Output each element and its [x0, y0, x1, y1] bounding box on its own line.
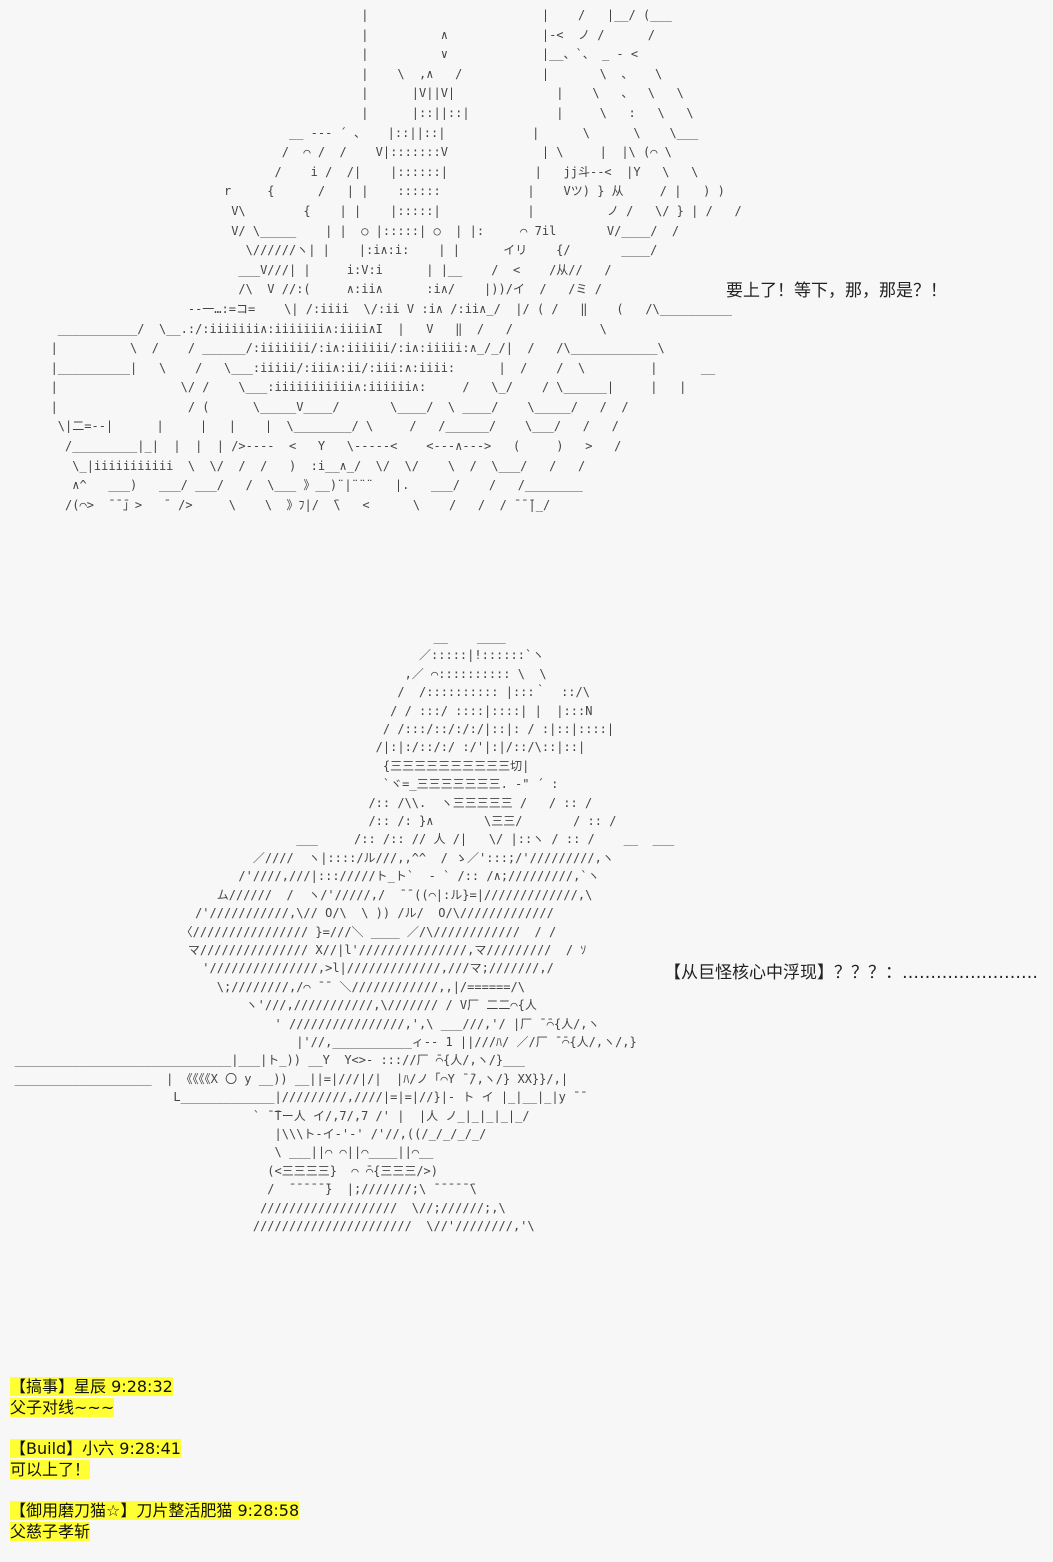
ascii-art-line: /'////,///|::://///ト_ト` ‐ ` /:: /∧;/////…	[0, 869, 600, 884]
ascii-art-line: ` ̄ ̄Tー人 イ/,7/,7 /' | |人 ノ_|_|_|_|_/	[0, 1108, 530, 1123]
ascii-art-mech: | | / |__/ (___ | ∧ |-< ノ / / | ∨	[0, 6, 1053, 616]
ascii-art-line: \ ___||⌒ ⌒||⌒____||⌒__	[0, 1145, 434, 1160]
ascii-art-line: | ∨ |__、`、 _ ‐ <	[0, 47, 639, 62]
ascii-art-line: 〈//////////////// }=///＼ ____ ／/\///////…	[0, 924, 557, 939]
ascii-art-line: | \ ,∧ / | \ 、 \	[0, 66, 663, 81]
chat-message: 【Build】小六 9:28:41 可以上了！	[10, 1438, 1040, 1480]
ascii-art-line: | \/ / \___:iiiiiiiiiii∧:iiiiii∧: / \_/ …	[0, 380, 687, 395]
ascii-art-line: ' ////////////////,',\ ___///,'/ |厂 ̄ ̄⌒…	[0, 1016, 600, 1031]
ascii-art-line: ／:::::|!::::::`ヽ	[0, 648, 545, 663]
chat-time: 9:28:32	[111, 1377, 173, 1396]
ascii-art-line: | |::||::| | \ : \ \	[0, 105, 694, 120]
ascii-art-line: / /:::::::::: |:::｀ ::/\	[0, 685, 590, 700]
chat-prefix: 【御用磨刀猫☆】	[10, 1501, 137, 1520]
ascii-art-line: / ̄ ̄ ̄ ̄ ̄ ̄} |;///////;\ ̄ ̄ ̄ ̄ ̄ ̄\	[0, 1182, 477, 1197]
ascii-art-line: \;////////,/⌒ ̄ ̄ ＼////////////,,|/=====…	[0, 979, 525, 994]
ascii-art-line: \|二=--| | | | | \________/ \ / /______/ …	[0, 419, 619, 434]
ascii-art-line: \_|iiiiiiiiiii \ \/ / / ) :i__∧_/ \/ \/ …	[0, 458, 586, 473]
ascii-art-line: | |V||V| | \ 、 \ \	[0, 86, 684, 101]
ascii-art-line: /'///////////,\// O/\ \ )) /ル/ O/\//////…	[0, 906, 554, 921]
ascii-art-line: '///////////////,>l|/////////////,///マ;/…	[0, 961, 554, 976]
ascii-art-line: | | / |__/ (___	[0, 8, 672, 22]
ascii-art-line: |__________| \ / \___:iiiii/:iii∧:ii/:ii…	[0, 360, 716, 375]
ascii-art-line: ___V///| | i:V:i | |__ / < /从// /	[0, 262, 612, 277]
ascii-art-line: V/ \_____ | | ○ |:::::| ○ | |: ⌒ 7il V/_…	[0, 223, 680, 238]
chat-text: 父子对线~~~	[10, 1398, 115, 1417]
chat-user: 小六	[82, 1439, 115, 1458]
ascii-art-line: /:: /: }∧ \三三/ / :: /	[0, 814, 617, 829]
chat-prefix: 【Build】	[10, 1439, 83, 1458]
ascii-art-line: ヽ'///,///////////,\/////// / V厂 二二⌒{人	[0, 998, 537, 1013]
chat-user: 星辰	[74, 1377, 107, 1396]
ascii-art-line: |'//,___________ィ-- 1 ||///ﾊ/ ／/厂 ̄ ̄⌒{人…	[0, 1034, 637, 1049]
speech-line-2: 【从巨怪核心中浮现】？？？：……………………	[664, 963, 1038, 983]
ascii-art-line: ___________________ | 《《《《X 〇 у __)) __|…	[0, 1071, 569, 1086]
chat-prefix: 【搞事】	[10, 1377, 75, 1396]
chat-message: 【御用磨刀猫☆】刀片整活肥猫 9:28:58 父慈子孝斩	[10, 1500, 1040, 1542]
ascii-art-line: `ヾ=_三三三三三三三. -" ´ :	[0, 777, 559, 792]
ascii-art-line: ,／ ⌒:::::::::: \ \	[0, 666, 547, 681]
ascii-art-line: \//////ヽ| | |:i∧:i: | | イリ {/ ____/	[0, 243, 658, 258]
ascii-art-line: ∧^ ___) ___/ ___/ / \___ 》__)¨|¨¨¨ |. __…	[0, 478, 583, 493]
ascii-art-line: / /:::/::/:/:/|::|: / :|::|::::|	[0, 722, 615, 737]
ascii-art-line: L_____________|/////////,////|=|=|//}|- …	[0, 1090, 581, 1105]
ascii-art-line: ______________________________|___|ト_)) …	[0, 1053, 525, 1068]
ascii-art-pilot: __ ____ ／:::::|!::::::`ヽ ,／ ⌒:::::::::: …	[0, 628, 1053, 1348]
ascii-art-line: | \ / / ______/:iiiiiii/:i∧:iiiiii/:i∧:i…	[0, 341, 665, 356]
chat-message: 【搞事】星辰 9:28:32 父子对线~~~	[10, 1376, 1040, 1418]
ascii-art-line: / / :::/ ::::|::::| | |:::N	[0, 703, 593, 718]
ascii-art-line: /|:|:/::/:/ :/'|:|/::/\::|::|	[0, 740, 586, 755]
ascii-art-line: / ⌒ / / V|:::::::V | \ | |\ (⌒ \	[0, 145, 672, 160]
chat-log: 【搞事】星辰 9:28:32 父子对线~~~ 【Build】小六 9:28:41…	[10, 1376, 1040, 1562]
ascii-art-line: ////////////////////// \//'////////,'\	[0, 1219, 535, 1233]
ascii-art-line: ___ /:: /:: // 人 /| \/ |::ヽ / :: / __ __…	[0, 832, 675, 847]
ascii-art-line: ___________/ \__.:/:iiiiiii∧:iiiiiii∧:ii…	[0, 321, 607, 336]
chat-time: 9:28:58	[237, 1501, 300, 1520]
ascii-art-line: /_________|_| | | | />---- < Y \-----< <…	[0, 439, 622, 454]
ascii-art-line: {三三三三三三三三三三切|	[0, 758, 530, 773]
ascii-art-line: (<三三三三} ⌒ ̄⌒{三三三/>)	[0, 1163, 439, 1178]
ascii-art-line: |\\\ト-イ‐'‐' /'//,((/_/_/_/_/	[0, 1126, 487, 1141]
chat-user: 刀片整活肥猫	[136, 1501, 233, 1520]
ascii-art-line: ／//// ヽ|::::/ル///,,^^ / ゝ／':::;/'///////…	[0, 850, 614, 865]
ascii-art-line: /(⌒> ̄ ̄ ̄」> ̄ /> \ \ 》ﾌ|/ ̄\ < \ / / / …	[0, 497, 551, 512]
ascii-art-line: --一…:=コ= \| /:iiii \/:ii V :i∧ /:ii∧_/ |…	[0, 301, 733, 316]
ascii-art-line: __ ____	[0, 630, 506, 644]
ascii-art-line: r { / | | :::::: | Vツ) } 从 / | ) )	[0, 184, 725, 199]
ascii-art-line: /:: /\\. ヽ三三三三三 / / :: /	[0, 795, 593, 810]
chat-text: 可以上了！	[10, 1460, 91, 1479]
chat-text: 父慈子孝斩	[10, 1522, 91, 1541]
ascii-art-line: /////////////////// \//;//////;,\	[0, 1200, 506, 1215]
ascii-art-line: __ --- ´ 、 |::||::| | \ \ \___	[0, 125, 699, 140]
speech-line-1: 要上了！等下，那，那是？！	[726, 281, 947, 301]
chat-time: 9:28:41	[119, 1439, 181, 1458]
ascii-art-line: マ/////////////// X//|l'///////////////,マ…	[0, 942, 587, 957]
ascii-art-line: / i / /| |::::::| | jj斗--< |Y \ \	[0, 164, 699, 179]
ascii-art-line: | / ( \_____V____/ \____/ \ ____/ \_____…	[0, 399, 629, 414]
ascii-art-line: ム////// / ヽ/'/////,/ ̄ ̄ ((⌒|:ル}=|//////…	[0, 887, 593, 902]
ascii-art-line: /\ V //:( ∧:ii∧ :i∧/ |))/イ / /ミ /	[0, 282, 602, 297]
ascii-art-line: V\ { | | |:::::| | ノ / \/ } | / /	[0, 203, 742, 218]
ascii-art-line: | ∧ |-< ノ / /	[0, 27, 655, 42]
